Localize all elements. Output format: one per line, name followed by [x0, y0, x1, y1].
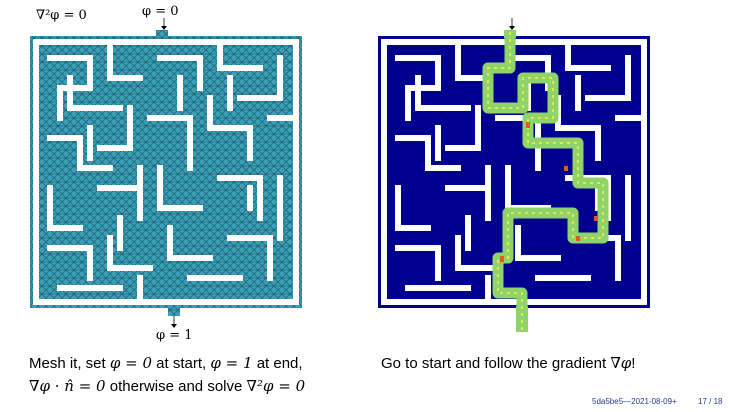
solution-maze-figure	[378, 18, 663, 334]
solution-maze-svg	[378, 18, 650, 332]
end-boundary-label: φ = 1	[156, 328, 193, 343]
footer-page-number: 17 / 18	[698, 397, 723, 406]
left-caption-line2: ∇φ · n̂ = 0 otherwise and solve ∇²φ = 0	[29, 375, 305, 398]
left-caption: Mesh it, set φ = 0 at start, φ = 1 at en…	[29, 352, 305, 398]
right-caption-math-gradient: ∇φ	[610, 354, 632, 372]
right-caption-text-end: !	[631, 355, 636, 372]
laplace-equation-label: ∇²φ = 0	[36, 8, 87, 23]
left-caption-text-1: Mesh it, set	[29, 355, 110, 372]
left-caption-math-neumann: ∇φ · n̂ = 0	[29, 377, 106, 395]
right-caption: Go to start and follow the gradient ∇φ!	[381, 352, 635, 375]
mesh-maze-figure	[30, 18, 310, 330]
right-caption-text: Go to start and follow the gradient	[381, 355, 611, 372]
left-caption-line1: Mesh it, set φ = 0 at start, φ = 1 at en…	[29, 352, 305, 375]
left-caption-math-start: φ = 0	[109, 354, 153, 372]
footer-version: 5da5be5—2021-08-09+	[592, 397, 677, 406]
start-boundary-label: φ = 0	[142, 4, 179, 19]
left-caption-text-4: otherwise and solve	[105, 378, 247, 395]
left-caption-text-3: at end,	[252, 355, 303, 372]
mesh-maze-svg	[30, 18, 302, 328]
left-caption-text-2: at start,	[152, 355, 211, 372]
left-caption-math-end: φ = 1	[210, 354, 253, 372]
left-caption-math-laplace: ∇²φ = 0	[246, 377, 306, 395]
